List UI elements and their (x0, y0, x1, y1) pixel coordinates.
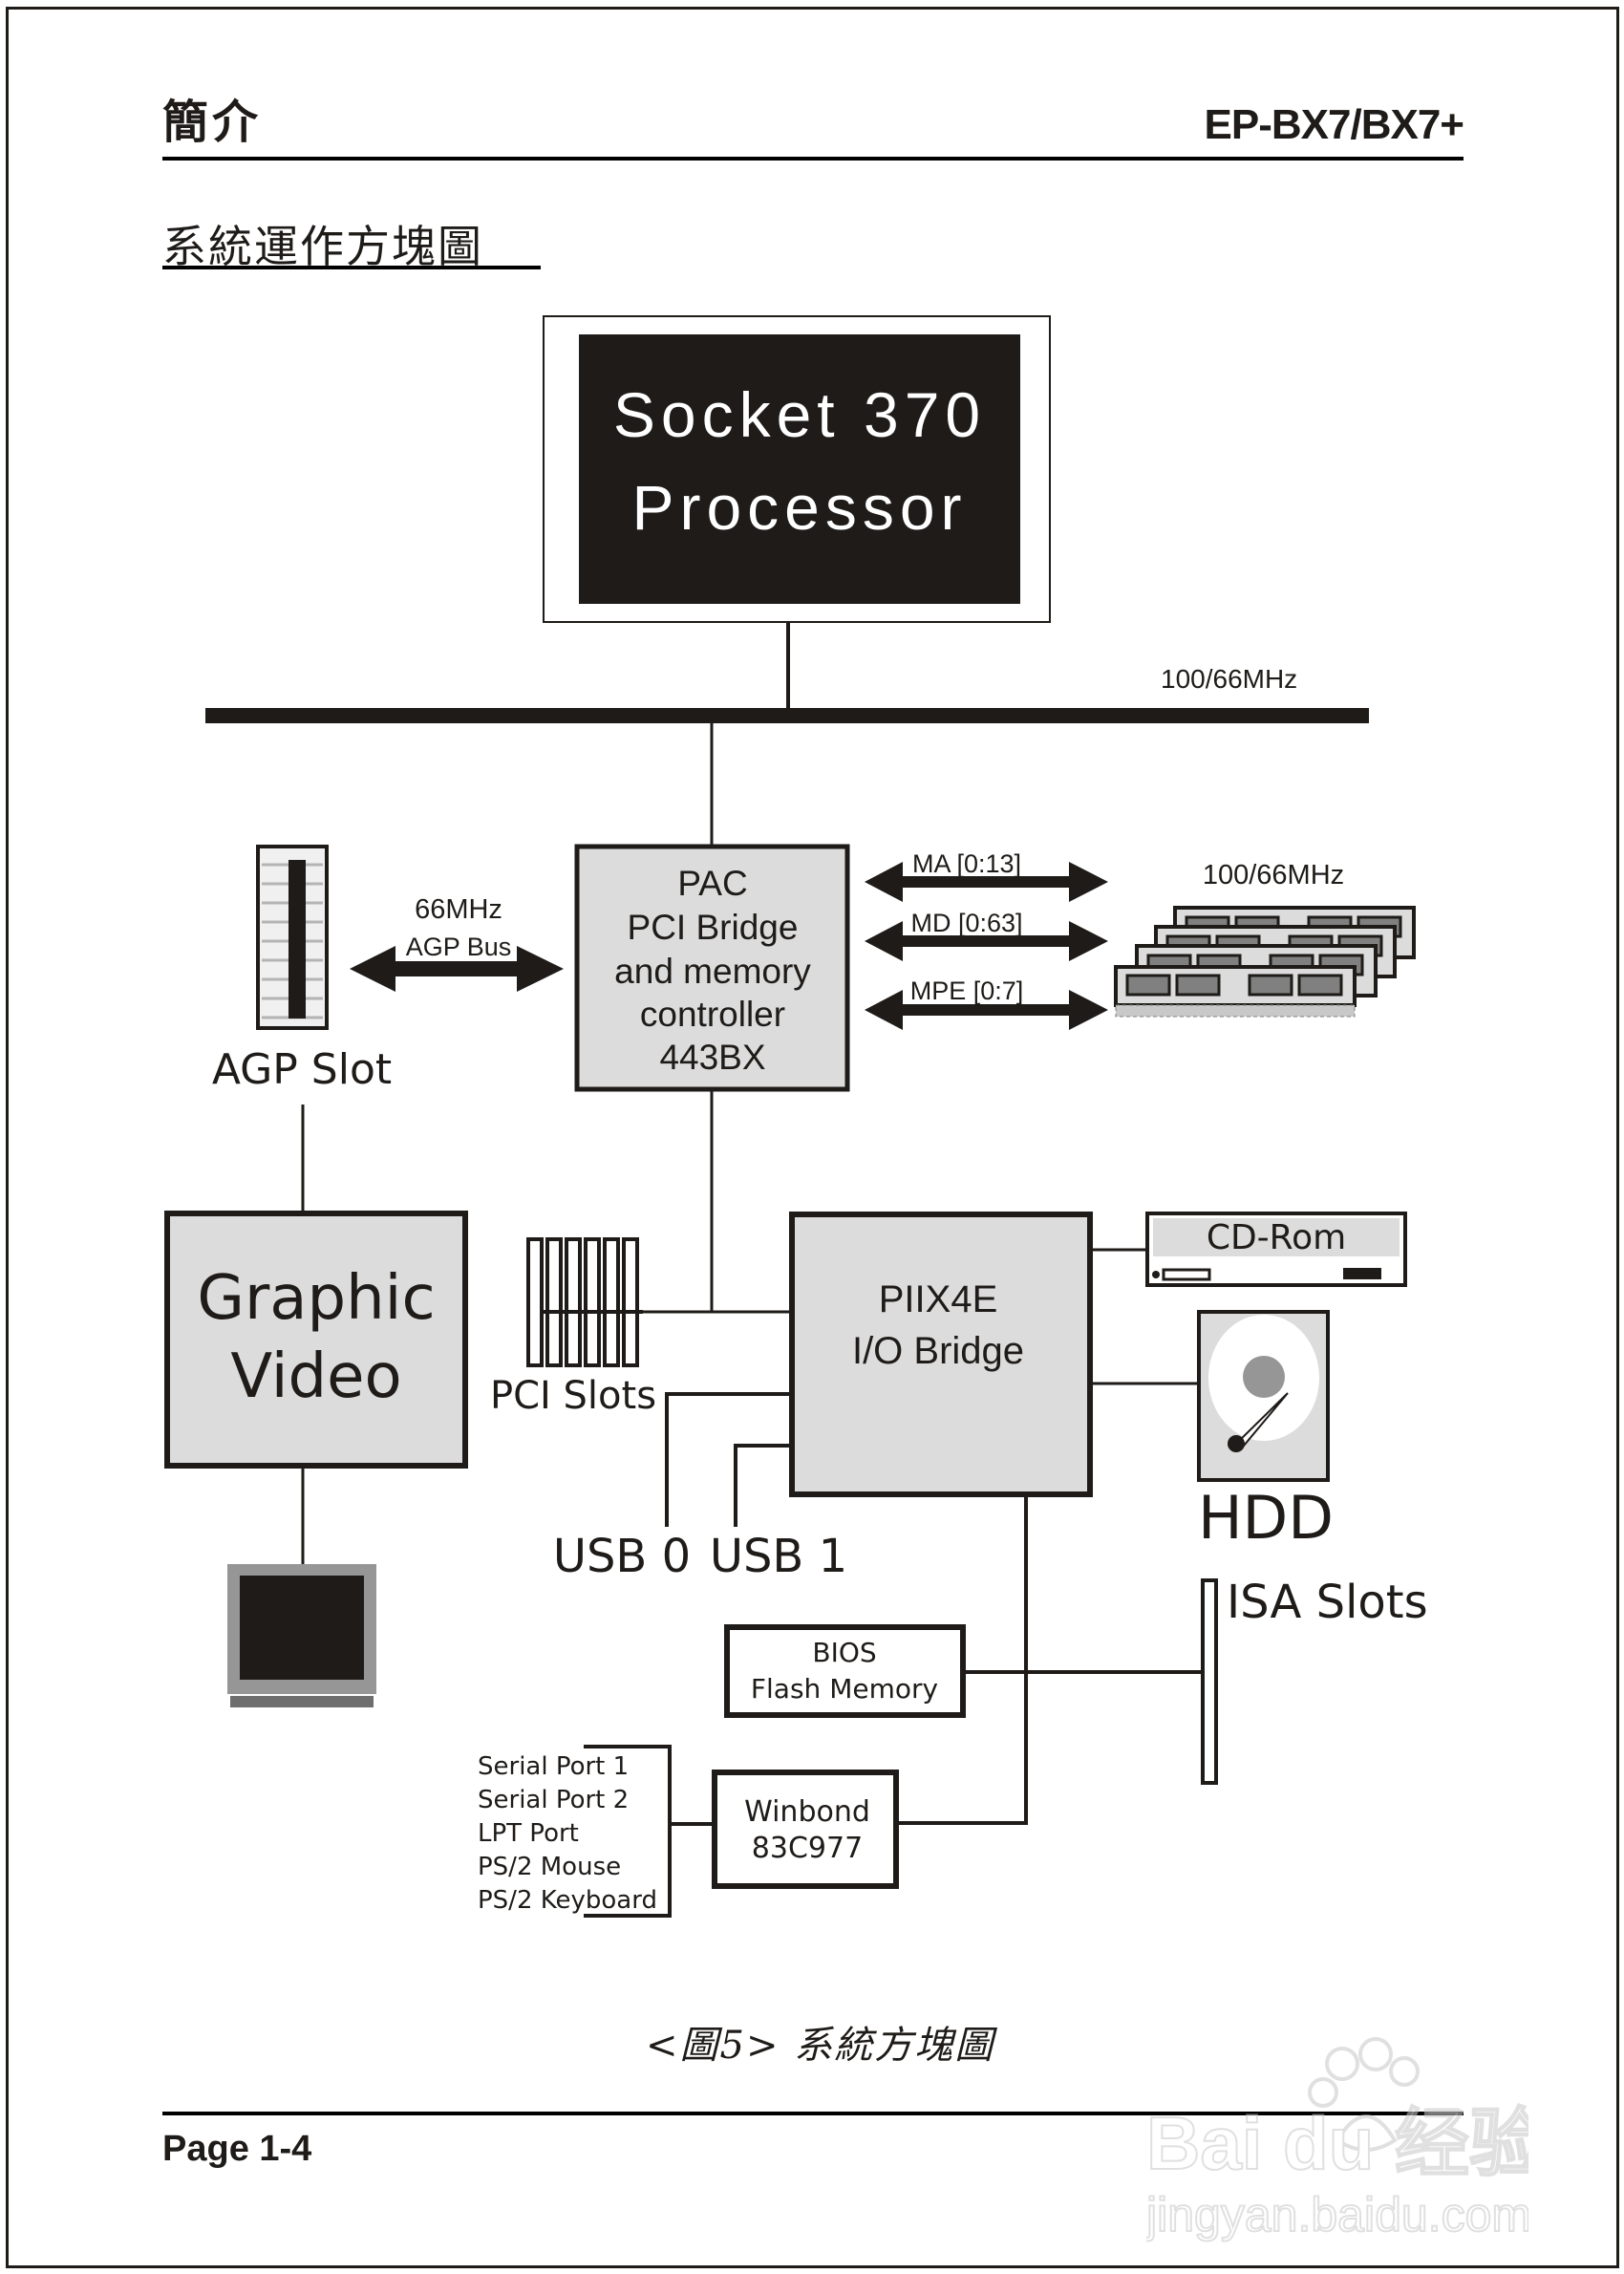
superio-label-line2: 83C977 (752, 1832, 863, 1865)
baidu-watermark: Bai du 经验 jingyan.baidu.com (1146, 2037, 1528, 2242)
page-number: Page 1-4 (162, 2129, 312, 2169)
memory-dimm-icon (1114, 906, 1416, 1018)
io-ports-bracket (584, 1745, 672, 1918)
section-title-underline (162, 266, 541, 269)
graphic-label-line2: Video (230, 1341, 401, 1412)
isa-slot-icon (1201, 1578, 1218, 1785)
figure-caption: <圖5> 系統方塊圖 (646, 2024, 995, 2068)
cpu-label-line1: Socket 370 (613, 379, 986, 450)
host-bus-frequency: 100/66MHz (1161, 664, 1297, 694)
bios-block: BIOS Flash Memory (724, 1624, 966, 1718)
piix-label-line1: PIIX4E (879, 1278, 998, 1320)
io-port-list: Serial Port 1 Serial Port 2 LPT Port PS/… (478, 1752, 657, 1915)
io-port-ps2-keyboard: PS/2 Keyboard (478, 1886, 657, 1915)
graphic-video-block: Graphic Video (164, 1211, 468, 1469)
usb1-label: USB 1 (710, 1530, 847, 1583)
io-port-serial-2: Serial Port 2 (478, 1786, 629, 1814)
usb0-label: USB 0 (553, 1530, 691, 1583)
pac-label-line3: and memory (614, 952, 811, 991)
isa-slots-label: ISA Slots (1227, 1576, 1428, 1629)
memory-bus-label-mpe: MPE [0:7] (910, 976, 1024, 1005)
memory-bus-arrows (865, 862, 1108, 1030)
memory-bus-arrow-ma (865, 862, 1108, 902)
io-port-lpt: LPT Port (478, 1819, 579, 1848)
superio-block: Winbond 83C977 (712, 1770, 899, 1889)
paw-icon (1308, 2037, 1420, 2152)
io-port-ps2-mouse: PS/2 Mouse (478, 1853, 621, 1881)
memory-bus-arrow-mpe (865, 990, 1108, 1030)
agp-bus-arrow (350, 946, 564, 992)
bios-label-line1: BIOS (812, 1637, 876, 1668)
header-model-name: EP-BX7/BX7+ (1204, 101, 1464, 148)
pci-slots-label: PCI Slots (490, 1374, 656, 1418)
pac-label-line4: controller (640, 995, 785, 1034)
cpu-label-line2: Processor (631, 472, 967, 543)
usb0-link (665, 1392, 789, 1527)
hdd-label: HDD (1198, 1483, 1334, 1553)
superio-label-line1: Winbond (744, 1795, 870, 1829)
pac-block: PAC PCI Bridge and memory controller 443… (574, 844, 850, 1092)
agp-bus-label: AGP Bus (406, 933, 512, 961)
io-port-serial-1: Serial Port 1 (478, 1752, 629, 1781)
header-divider (162, 157, 1464, 161)
cdrom-label: CD-Rom (1207, 1218, 1346, 1257)
watermark-url: jingyan.baidu.com (1146, 2188, 1528, 2242)
pci-slots-icon (526, 1237, 643, 1367)
cpu-block: Socket 370 Processor (543, 315, 1051, 623)
memory-bus-label-ma: MA [0:13] (912, 849, 1021, 878)
memory-bus-arrow-md (865, 921, 1108, 961)
usb1-link (734, 1444, 789, 1527)
agp-slot-icon (256, 845, 329, 1030)
agp-slot-label: AGP Slot (212, 1045, 392, 1094)
footer-divider (162, 2112, 1464, 2115)
section-title: 系統運作方塊圖 (162, 221, 483, 272)
pac-label-line5: 443BX (659, 1038, 765, 1077)
header-section-title: 簡介 (162, 96, 263, 149)
host-bus (205, 708, 1369, 723)
piix-label-line2: I/O Bridge (852, 1330, 1024, 1372)
watermark-brand: Bai du 经验 (1146, 2101, 1528, 2185)
cdrom-icon (1145, 1212, 1407, 1287)
page-border (6, 7, 1619, 2268)
pac-label-line1: PAC (677, 864, 747, 903)
pac-label-line2: PCI Bridge (628, 908, 799, 947)
monitor-icon (227, 1564, 376, 1707)
memory-bus-label-md: MD [0:63] (910, 909, 1022, 937)
memory-frequency: 100/66MHz (1203, 860, 1344, 890)
bios-label-line2: Flash Memory (751, 1673, 938, 1705)
hdd-icon (1197, 1310, 1330, 1482)
agp-frequency: 66MHz (415, 894, 502, 925)
graphic-label-line1: Graphic (197, 1263, 435, 1334)
piix4e-block: PIIX4E I/O Bridge (789, 1212, 1093, 1497)
